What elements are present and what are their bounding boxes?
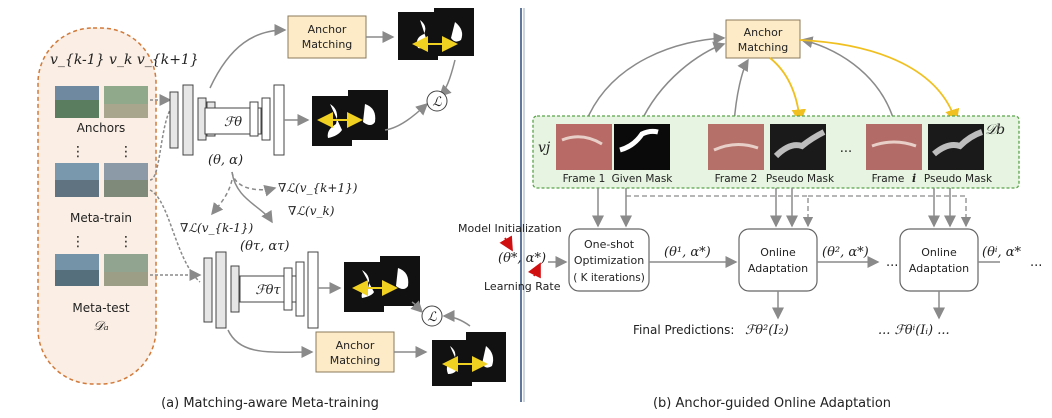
anchor-matching-right-line2: Matching	[738, 41, 789, 54]
dots-horizontal: ...	[886, 255, 898, 270]
final-predictions-label: Final Predictions:	[633, 323, 734, 337]
frame-1-image	[556, 124, 612, 170]
dots-2: ⋮	[119, 144, 133, 160]
theta-tau-alpha-tau: (θτ, ατ)	[240, 239, 289, 254]
network-f-theta-tau: ℱθτ	[203, 251, 319, 329]
dots-3: ⋮	[71, 234, 85, 250]
anchor-matching-bottom-line2: Matching	[330, 354, 381, 367]
f-theta-tau-label: ℱθτ	[255, 283, 281, 298]
theta-1-alpha-star: (θ¹, α*)	[664, 245, 711, 260]
anchors-label: Anchors	[77, 121, 126, 135]
pseudo-mask-1-label: Pseudo Mask	[766, 173, 835, 185]
grad-k-plus-1: ∇ℒ(v_{k+1})	[278, 181, 358, 195]
left-panel: v_{k-1} v_k v_{k+1} Anchors ⋮ ⋮ Meta-tra…	[37, 8, 506, 411]
theta-star-alpha-star: (θ*, α*)	[498, 251, 546, 266]
online-adaptation-box-1	[738, 228, 818, 292]
pseudo-mask-2-label: Pseudo Mask	[924, 173, 993, 185]
network-f-theta: ℱθ	[169, 84, 285, 156]
online-adaptation-1-line1: Online	[760, 246, 796, 259]
anchor-matching-right-line1: Anchor	[744, 26, 783, 39]
loss-top	[426, 90, 448, 112]
theta-i-alpha-star: (θⁱ, α*	[982, 245, 1022, 260]
one-shot-line3: ( K iterations)	[573, 272, 645, 284]
online-adaptation-box-2	[899, 228, 979, 292]
mask-top-a	[398, 12, 438, 60]
online-adaptation-1-line2: Adaptation	[748, 262, 808, 275]
frame-2-label: Frame 2	[715, 173, 758, 185]
final-prediction-2: ℱθ²(I₂)	[745, 323, 789, 338]
final-prediction-i: ... ℱθⁱ(Iᵢ) ...	[878, 323, 950, 338]
anchor-matching-right	[725, 19, 801, 59]
right-panel: Anchor Matching vj 𝒟b Frame 1 Given Mask…	[458, 19, 1042, 411]
one-shot-line2: Optimization	[574, 254, 644, 267]
theta-2-alpha-star: (θ², α*)	[822, 245, 869, 260]
frame-1-label: Frame 1	[563, 173, 606, 185]
trailing-dots: ...	[1030, 255, 1042, 270]
d-b-label: 𝒟b	[985, 122, 1005, 138]
anchor-matching-top	[287, 15, 367, 59]
loss-bottom-label: ℒ	[427, 310, 437, 325]
theta-alpha: (θ, α)	[208, 153, 243, 168]
model-initialization-label: Model Initialization	[458, 222, 562, 235]
online-adaptation-2-line1: Online	[921, 246, 957, 259]
anchor-matching-bottom	[315, 331, 395, 373]
loss-top-label: ℒ	[432, 95, 442, 110]
ellipsis-frames: ...	[840, 141, 852, 156]
loss-bottom	[421, 305, 443, 327]
anchor-matching-bottom-line1: Anchor	[336, 339, 375, 352]
frame-i-index: i	[912, 172, 916, 185]
grad-k-minus-1: ∇ℒ(v_{k-1})	[180, 221, 254, 235]
one-shot-optimization-box	[568, 228, 650, 292]
f-theta-label: ℱθ	[224, 115, 242, 130]
v-labels-text: v_{k-1} v_k v_{k+1}	[50, 52, 199, 68]
meta-train-label: Meta-train	[70, 211, 132, 225]
dots-1: ⋮	[71, 144, 85, 160]
meta-test-label: Meta-test	[72, 301, 129, 315]
one-shot-line1: One-shot	[584, 238, 635, 251]
caption-a: (a) Matching-aware Meta-training	[161, 396, 379, 411]
caption-b: (b) Anchor-guided Online Adaptation	[653, 396, 891, 411]
dots-4: ⋮	[119, 234, 133, 250]
learning-rate-label: Learning Rate	[484, 280, 561, 293]
d-a-label: 𝒟ₐ	[93, 319, 108, 334]
v-j-label: vj	[538, 140, 551, 156]
frame-i-label: Frame	[872, 173, 905, 185]
anchor-matching-top-line2: Matching	[302, 38, 353, 51]
given-mask-label: Given Mask	[612, 173, 674, 185]
online-adaptation-2-line2: Adaptation	[909, 262, 969, 275]
grad-k: ∇ℒ(v_k)	[288, 204, 335, 218]
anchor-matching-top-line1: Anchor	[308, 23, 347, 36]
frame-i-image	[866, 124, 922, 170]
